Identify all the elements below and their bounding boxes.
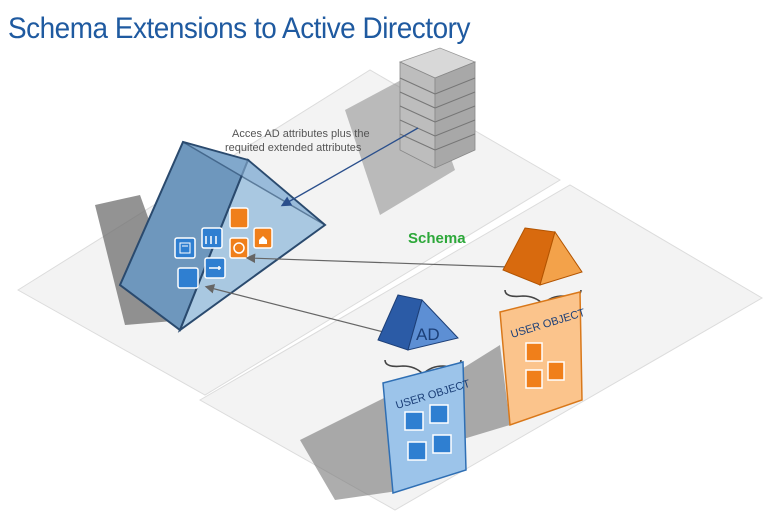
ad-arrow <box>204 284 396 336</box>
building-icon <box>429 404 449 424</box>
building-icon <box>201 227 223 249</box>
ad-object-shadow <box>300 395 405 500</box>
certificate-icon <box>177 267 199 289</box>
document-icon <box>229 207 249 229</box>
ad-prism <box>377 294 459 351</box>
prism-icons <box>174 207 273 289</box>
schema-user-object-panel <box>499 291 583 427</box>
server-arrow <box>280 127 419 207</box>
server-rack-icon <box>398 47 477 169</box>
ad-user-object-panel <box>382 361 467 494</box>
page-title: Schema Extensions to Active Directory <box>8 12 470 45</box>
certificate-icon <box>407 441 427 461</box>
document-icon <box>525 342 543 362</box>
schema-arrow <box>245 253 511 268</box>
id-card-icon <box>404 411 424 431</box>
schema-prism <box>502 227 583 286</box>
key-icon <box>432 434 452 454</box>
callout-line-2: requited extended attributes <box>225 142 362 154</box>
home-icon <box>547 361 565 381</box>
ad-label: AD <box>416 325 440 344</box>
seal-icon <box>229 237 249 259</box>
id-card-icon <box>174 237 196 259</box>
schema-label: Schema <box>408 230 466 247</box>
callout-line-1: Acces AD attributes plus the <box>232 128 370 140</box>
seal-icon <box>525 369 543 389</box>
